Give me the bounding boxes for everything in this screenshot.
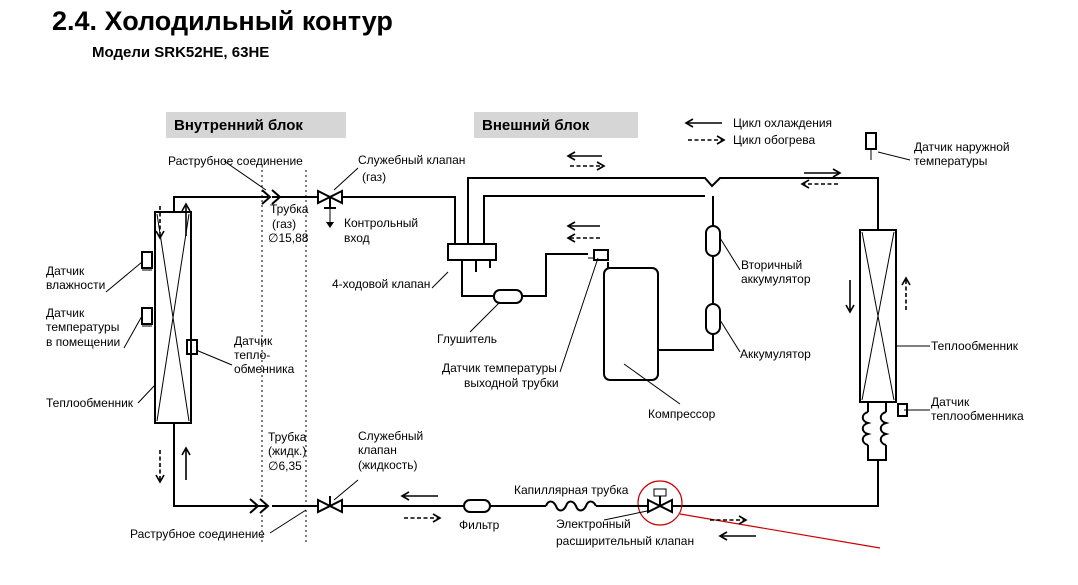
service-valve-gas xyxy=(317,189,343,228)
indoor-hx-sensor xyxy=(186,339,198,355)
service-valve-liquid-label-3: (жидкость) xyxy=(358,458,418,472)
four-way-valve-label: 4-ходовой клапан xyxy=(332,277,431,291)
outdoor-hx-sensor-label-2: теплообменника xyxy=(931,409,1024,423)
flare-connection-bottom-label: Раструбное соединение xyxy=(130,527,265,541)
indoor-unit-header: Внутренний блок xyxy=(166,112,346,138)
indoor-hx-sensor-label-1: Датчик xyxy=(234,334,273,348)
pipe-gas-label-1: Трубка xyxy=(270,202,309,216)
outdoor-hx-label: Теплообменник xyxy=(931,339,1019,353)
indoor-hx-sensor-label-3: обменника xyxy=(234,362,295,376)
control-port-label-1: Контрольный xyxy=(344,216,419,230)
flow-arrows xyxy=(155,151,911,541)
legend-cooling-arrow xyxy=(684,118,722,128)
indoor-heat-exchanger xyxy=(154,211,192,424)
humidity-sensor xyxy=(141,251,153,271)
pipe-gas-label-3: ∅15,88 xyxy=(268,231,309,245)
outdoor-temp-sensor xyxy=(865,132,877,160)
outdoor-hx-coils xyxy=(861,402,890,461)
filter xyxy=(463,499,491,513)
outdoor-temp-sensor-label-2: температуры xyxy=(914,154,988,168)
legend-cooling-label: Цикл охлаждения xyxy=(733,116,833,130)
filter-label: Фильтр xyxy=(459,518,500,532)
outdoor-heat-exchanger xyxy=(859,229,897,403)
service-valve-gas-label-1: Служебный клапан xyxy=(358,153,466,167)
outdoor-hx-sensor-label-1: Датчик xyxy=(931,395,970,409)
pipe-liquid-label-1: Трубка xyxy=(268,430,307,444)
service-valve-liquid xyxy=(317,496,343,514)
indoor-liquid-pipe xyxy=(173,423,268,507)
muffler-label: Глушитель xyxy=(437,332,498,346)
pipe-liquid-label-3: ∅6,35 xyxy=(268,459,302,473)
expansion-valve-label-1: Электронный xyxy=(556,517,631,531)
service-valve-liquid-label-1: Служебный xyxy=(358,429,424,443)
muffler xyxy=(493,289,523,304)
flare-connection-bottom xyxy=(249,498,270,514)
secondary-accumulator-label-1: Вторичный xyxy=(741,258,803,272)
indoor-gas-pipe xyxy=(173,196,268,212)
legend-heating-label: Цикл обогрева xyxy=(733,133,816,147)
discharge-temp-sensor xyxy=(588,249,609,261)
compressor-label: Компрессор xyxy=(648,407,716,421)
capillary-tube xyxy=(545,500,597,512)
indoor-hx-label: Теплообменник xyxy=(46,396,134,410)
service-valve-gas-label-2: (газ) xyxy=(362,170,387,184)
secondary-accumulator-label-2: аккумулятор xyxy=(741,272,811,286)
highlight-pointer xyxy=(679,513,881,549)
page-subtitle: Модели SRK52HE, 63HE xyxy=(92,44,270,61)
legend-heating-arrow xyxy=(688,135,726,145)
flare-connection-top-label: Раструбное соединение xyxy=(168,154,303,168)
four-way-valve xyxy=(447,243,497,297)
room-temp-sensor-label-2: температуры xyxy=(46,320,120,334)
room-temp-sensor-label-3: в помещении xyxy=(46,335,121,349)
discharge-sensor-label-2: выходной трубки xyxy=(464,376,559,390)
discharge-sensor-label-1: Датчик температуры xyxy=(442,361,557,375)
highlight-circle xyxy=(637,480,683,526)
control-port-label-2: вход xyxy=(344,231,370,245)
secondary-accumulator xyxy=(705,225,721,257)
humidity-sensor-label-2: влажности xyxy=(46,278,106,292)
outdoor-unit-header: Внешний блок xyxy=(474,112,638,138)
indoor-hx-sensor-label-2: тепло- xyxy=(234,348,271,362)
compressor xyxy=(603,267,659,381)
page-title: 2.4. Холодильный контур xyxy=(52,6,393,36)
accumulator-label: Аккумулятор xyxy=(740,347,811,361)
flare-connection-top xyxy=(261,189,282,205)
pipe-liquid-label-2: (жидк.) xyxy=(268,444,307,458)
service-valve-liquid-label-2: клапан xyxy=(358,443,397,457)
expansion-valve-label-2: расширительный клапан xyxy=(556,534,695,548)
room-temp-sensor xyxy=(141,307,153,327)
electronic-expansion-valve xyxy=(647,488,673,514)
leader-lines xyxy=(105,151,930,534)
pipe-gas-label-2: (газ) xyxy=(272,217,297,231)
humidity-sensor-label-1: Датчик xyxy=(46,264,85,278)
accumulator xyxy=(705,303,721,335)
outdoor-temp-sensor-label-1: Датчик наружной xyxy=(914,140,1010,154)
capillary-tube-label: Капиллярная трубка xyxy=(514,483,629,497)
room-temp-sensor-label-1: Датчик xyxy=(46,306,85,320)
